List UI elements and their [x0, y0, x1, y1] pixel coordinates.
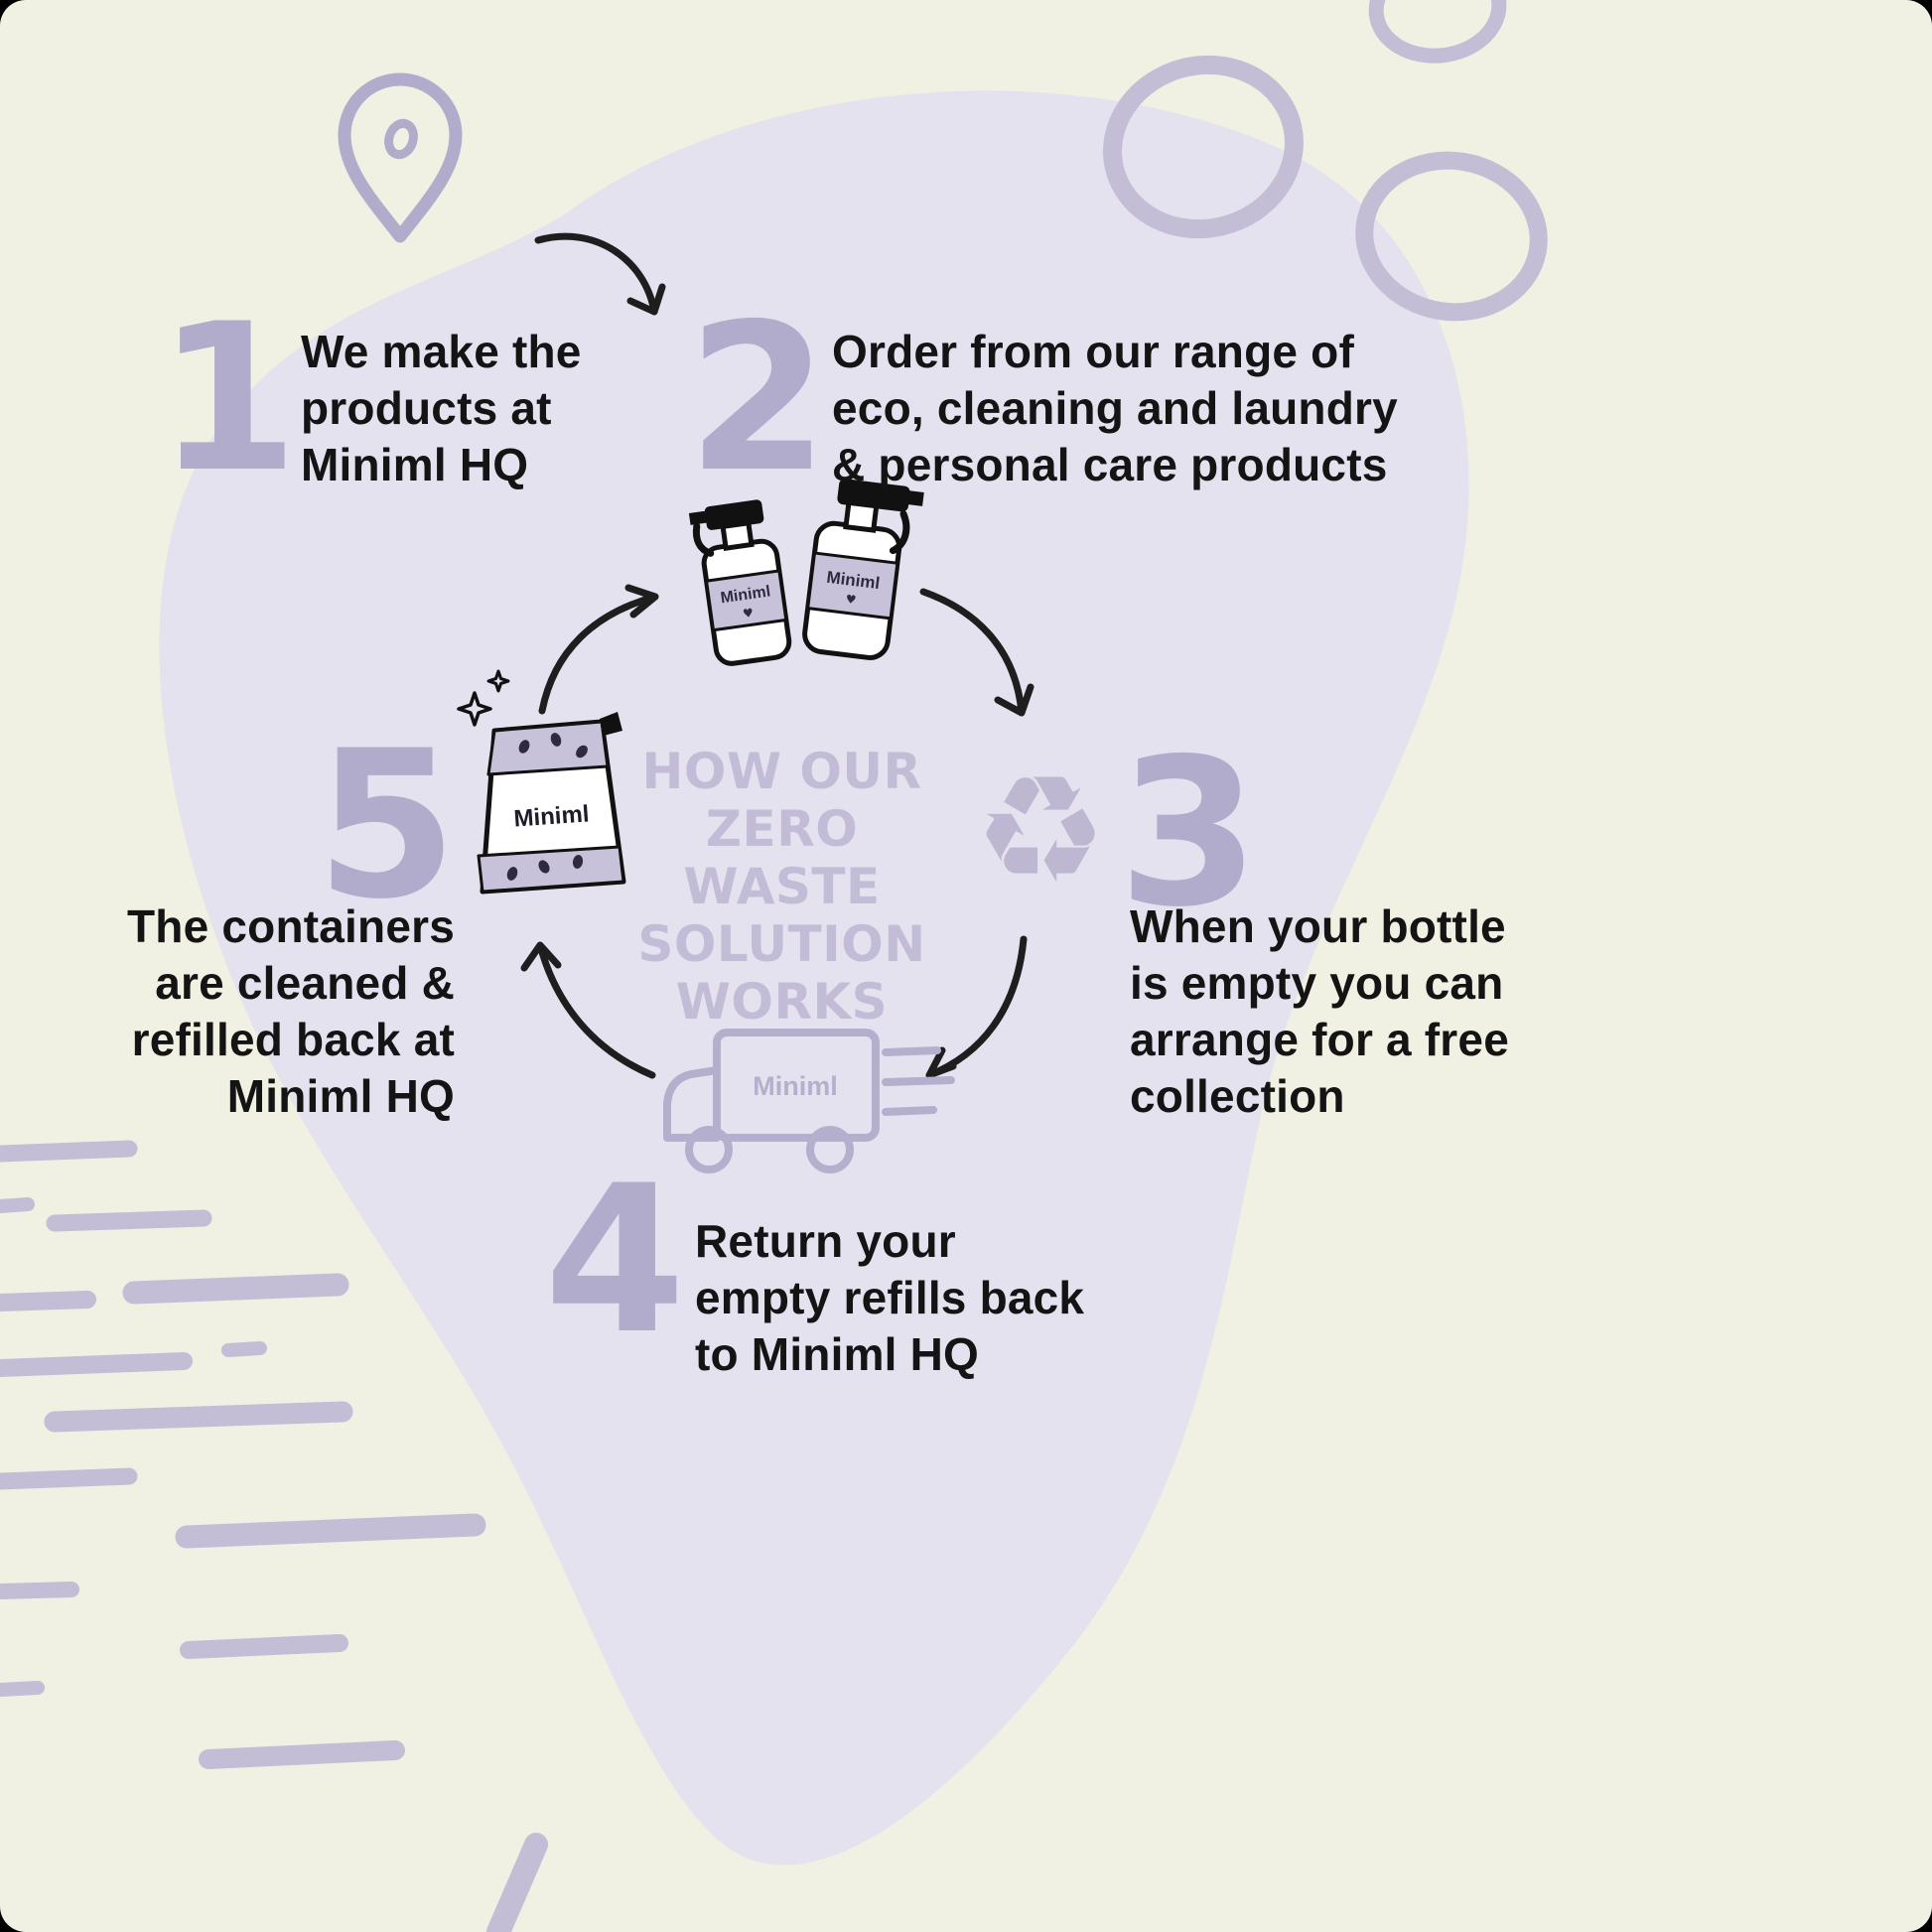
step-1-text: We make the products at Miniml HQ [301, 326, 582, 491]
sparkle-icon [486, 669, 510, 693]
arrow-truck-to-step5-icon [520, 941, 656, 1079]
bottle-small-heart-icon: ♥ [742, 606, 755, 621]
bottle-large-heart-icon: ♥ [845, 592, 857, 607]
recycle-icon: ♻ [973, 745, 1108, 917]
delivery-truck-icon: Miniml [663, 1029, 955, 1173]
brush-strokes [0, 1140, 548, 1932]
truck-label: Miniml [753, 1071, 838, 1101]
step-4-number: 4 [544, 1143, 686, 1379]
sparkle-icon [457, 691, 492, 727]
background-blob [159, 90, 1469, 1865]
arrow-pouch-to-bottles-icon [538, 584, 659, 715]
step-5-number: 5 [316, 708, 458, 944]
cycle-arrows [520, 232, 1035, 1079]
arrow-step3-to-truck-icon [925, 935, 1028, 1079]
scribble-rings [1103, 0, 1548, 322]
spray-bottles-icon: Miniml ♥ Miniml ♥ [688, 479, 924, 666]
bottle-small-label: Miniml [720, 583, 772, 607]
location-pin-icon [338, 72, 463, 243]
step-2-number: 2 [687, 281, 829, 517]
step-3-number: 3 [1118, 716, 1260, 952]
refill-pouch-icon: Miniml [457, 669, 626, 895]
step-2-text: Order from our range of eco, cleaning an… [832, 326, 1398, 491]
arrow-bottles-to-recycle-icon [919, 588, 1035, 717]
step-4-text: Return your empty refills back to Miniml… [695, 1215, 1085, 1381]
infographic-title: HOW OUR ZERO WASTE SOLUTION WORKS [637, 743, 926, 1031]
step-1-number: 1 [157, 281, 299, 517]
step-3-text: When your bottle is empty you can arrang… [1130, 900, 1509, 1123]
pouch-label: Miniml [513, 800, 591, 832]
step-5-text: The containers are cleaned & refilled ba… [127, 900, 455, 1123]
arrow-pin-to-step2-icon [534, 232, 666, 316]
